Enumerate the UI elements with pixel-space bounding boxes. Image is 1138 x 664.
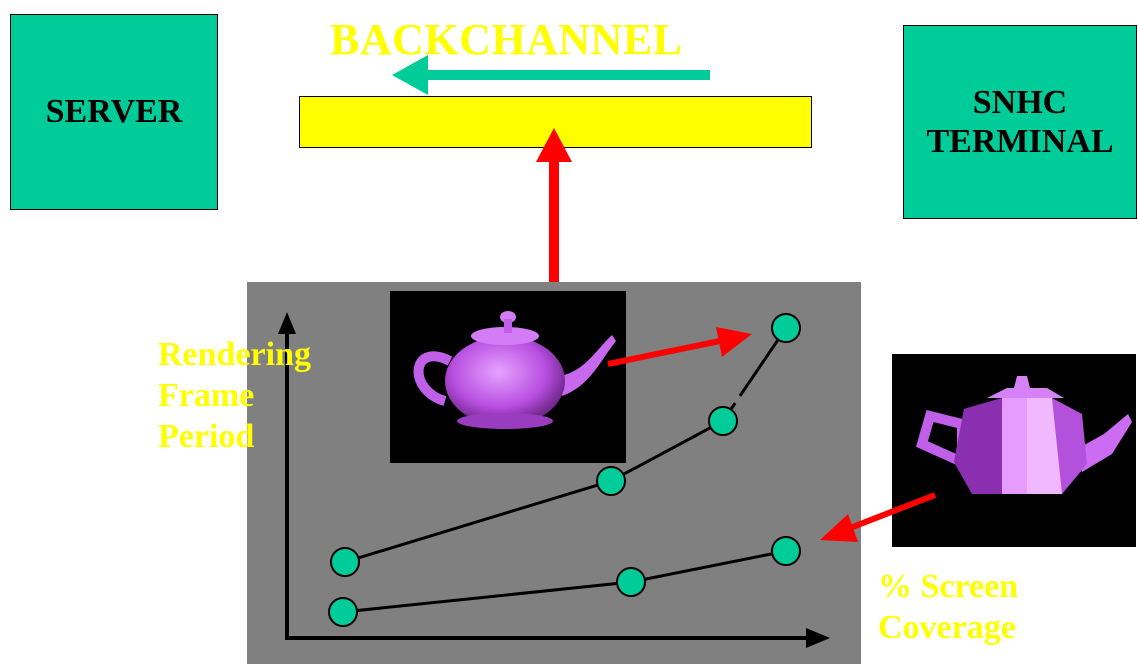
- data-point: [708, 406, 738, 436]
- pointer-arrow-low-detail: [820, 492, 937, 542]
- teapot-high-detail-image: [390, 291, 626, 463]
- x-axis-label-line2: Coverage: [878, 608, 1016, 646]
- series-line-upper: [344, 327, 788, 564]
- y-axis-label: Rendering Frame Period: [158, 335, 311, 457]
- backchannel-label: BACKCHANNEL: [330, 15, 683, 64]
- data-point: [330, 547, 360, 577]
- server-label: SERVER: [45, 93, 183, 131]
- pointer-arrow-high-detail: [607, 327, 752, 367]
- data-point: [771, 313, 801, 343]
- data-point: [328, 597, 358, 627]
- y-axis-label-line1: Rendering: [158, 336, 311, 373]
- backchannel-arrow: [392, 55, 710, 95]
- terminal-label-line1: SNHC: [972, 83, 1068, 121]
- y-axis-label-line3: Period: [158, 417, 255, 455]
- y-axis-label-line2: Frame: [158, 376, 255, 414]
- series-line-lower: [342, 549, 787, 614]
- teapot-low-detail-image: [892, 354, 1136, 547]
- x-axis-label-line1: % Screen: [878, 568, 1019, 605]
- up-arrow: [536, 128, 572, 282]
- snhc-terminal-box: SNHC TERMINAL: [903, 25, 1137, 219]
- x-axis-label: % Screen Coverage: [878, 567, 1018, 649]
- x-axis: [285, 628, 830, 648]
- y-axis: [278, 312, 296, 640]
- data-point: [771, 536, 801, 566]
- data-point: [616, 567, 646, 597]
- teapot-low-detail-icon: [916, 376, 1132, 494]
- data-point: [596, 466, 626, 496]
- terminal-label-line2: TERMINAL: [926, 123, 1114, 160]
- teapot-high-detail-icon: [413, 311, 616, 429]
- server-box: SERVER: [10, 14, 218, 210]
